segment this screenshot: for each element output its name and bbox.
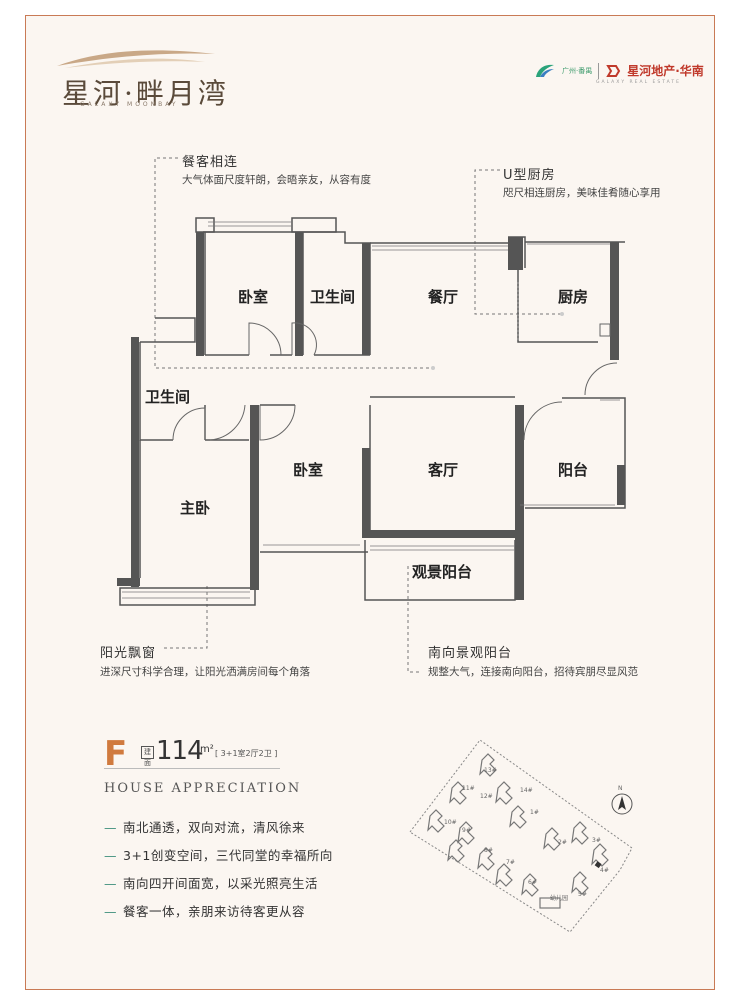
north-arrow: [611, 793, 633, 815]
room-bathroom-left: 卫生间: [145, 388, 191, 406]
callout-bay-window-title: 阳光飘窗: [100, 646, 157, 661]
callout-dining-living-desc: 大气体面尺度轩朗，会晤亲友，从容有度: [182, 174, 371, 186]
site-plan: N 幼儿园 1# 2# 3# 4# 5# 6# 7# 8# 9# 10# 11#…: [409, 739, 633, 933]
room-kitchen: 厨房: [558, 288, 589, 306]
developer-leaf-icon: [536, 64, 554, 77]
callout-bay-window-desc: 进深尺寸科学合理，让阳光洒满房间每个角落: [100, 666, 310, 678]
feature-item: —南向四开间面宽，以采光照亮生活: [104, 876, 319, 891]
unit-location-marker: [594, 861, 602, 869]
callout-leader-lines: [154, 157, 562, 673]
unit-layout: [ 3+1室2厅2卫 ]: [215, 749, 278, 758]
developer-logo: 广州·番禺 星河地产·华南: [534, 62, 704, 79]
room-view-balcony: 观景阳台: [412, 563, 473, 581]
developer-divider: [598, 62, 600, 79]
developer-city: 广州·番禺: [562, 66, 593, 75]
plan-doors: [172, 322, 618, 441]
site-buildings: [427, 753, 609, 909]
unit-type: F: [104, 734, 128, 774]
svg-text:8#: 8#: [484, 847, 493, 854]
svg-text:11#: 11#: [462, 785, 475, 792]
project-name-en: GALAXY MOONBAY: [80, 101, 179, 108]
svg-text:7#: 7#: [506, 859, 515, 866]
svg-text:14#: 14#: [520, 787, 533, 794]
svg-text:6#: 6#: [528, 879, 537, 886]
svg-text:12#: 12#: [480, 793, 493, 800]
plan-windows: [122, 221, 620, 599]
unit-area-label: 建面: [141, 746, 154, 767]
svg-text:1#: 1#: [530, 809, 539, 816]
north-label: N: [618, 785, 623, 792]
project-name: 星河·畔月湾: [62, 77, 229, 110]
developer-name: 星河地产·华南: [627, 64, 704, 78]
svg-text:5#: 5#: [578, 891, 587, 898]
callout-dining-living-title: 餐客相连: [182, 155, 239, 170]
callout-south-balcony-desc: 规整大气，连接南向阳台，招待宾朋尽显风范: [428, 666, 638, 678]
site-boundary: [409, 739, 633, 933]
developer-mark-icon: [606, 64, 621, 77]
feature-item: —南北通透，双向对流，清风徐来: [104, 820, 306, 835]
room-balcony: 阳台: [558, 461, 589, 479]
room-bathroom-top: 卫生间: [310, 288, 356, 306]
svg-text:10#: 10#: [444, 819, 457, 826]
unit-area-unit: m²: [200, 744, 214, 755]
developer-name-en: GALAXY REAL ESTATE: [596, 80, 681, 85]
unit-divider: [104, 768, 280, 769]
project-logo-swoosh: [57, 50, 215, 68]
callout-south-balcony-title: 南向景观阳台: [428, 646, 513, 661]
unit-area: 114: [156, 736, 204, 766]
room-master-bedroom: 主卧: [180, 499, 211, 517]
svg-text:3#: 3#: [592, 837, 601, 844]
feature-item: —餐客一体，亲朋来访待客更从容: [104, 904, 306, 919]
appreciation-title: HOUSE APPRECIATION: [104, 781, 302, 796]
plan-kitchen-sink: [599, 323, 611, 337]
plan-thin-walls: [119, 217, 626, 606]
plan-thick-walls: [117, 232, 625, 600]
svg-text:2#: 2#: [558, 839, 567, 846]
svg-text:9#: 9#: [462, 827, 471, 834]
room-living: 客厅: [428, 461, 459, 479]
callout-kitchen-title: U型厨房: [503, 168, 556, 183]
feature-item: —3+1创变空间，三代同堂的幸福所向: [104, 848, 333, 863]
svg-text:13#: 13#: [484, 767, 497, 774]
kindergarten-label: 幼儿园: [550, 894, 568, 902]
callout-kitchen-desc: 咫尺相连厨房，美味佳肴随心享用: [503, 187, 661, 199]
room-bedroom-middle: 卧室: [293, 461, 324, 479]
room-dining: 餐厅: [428, 288, 459, 306]
svg-text:4#: 4#: [600, 867, 609, 874]
room-bedroom-top: 卧室: [238, 288, 269, 306]
